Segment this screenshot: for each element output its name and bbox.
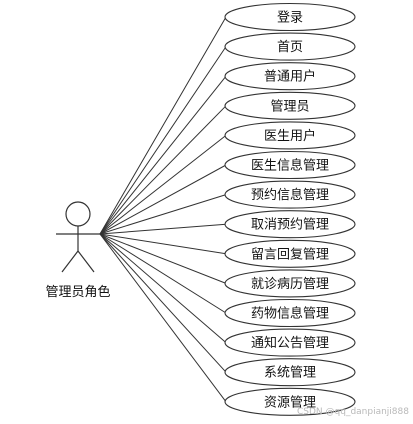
actor-head [65, 201, 91, 227]
association-line [99, 164, 227, 235]
association-line [99, 233, 227, 373]
association-line [99, 233, 227, 255]
actor-left-leg [61, 250, 79, 273]
use-case-label: 资源管理 [264, 395, 316, 410]
use-case-ellipse [224, 358, 356, 387]
use-case-label: 管理员 [270, 99, 309, 114]
use-case: 留言回复管理 [224, 239, 356, 268]
actor [56, 201, 100, 273]
use-case-ellipse [224, 298, 356, 328]
use-case: 预约信息管理 [224, 180, 356, 209]
actor-right-leg [77, 250, 95, 273]
use-case: 首页 [224, 32, 356, 61]
actor-label: 管理员角色 [45, 284, 110, 300]
use-case-label: 医生信息管理 [251, 158, 329, 174]
use-case-list: 登录首页普通用户管理员医生用户医生信息管理预约信息管理取消预约管理留言回复管理就… [224, 2, 356, 416]
use-case: 取消预约管理 [224, 210, 356, 239]
use-case-label: 首页 [277, 40, 303, 55]
use-case-ellipse [224, 121, 356, 150]
use-case: 通知公告管理 [224, 328, 356, 357]
use-case-ellipse [224, 2, 356, 32]
use-case-label: 就诊病历管理 [251, 277, 329, 292]
association-line [99, 75, 227, 235]
use-case-ellipse [224, 239, 356, 268]
association-line [99, 46, 227, 235]
use-case: 管理员 [224, 91, 356, 120]
use-case: 就诊病历管理 [224, 269, 356, 298]
use-case-ellipse [224, 180, 356, 209]
use-case-ellipse [224, 150, 356, 180]
use-case: 资源管理 [224, 387, 356, 416]
association-lines [99, 16, 227, 403]
association-line [99, 105, 227, 235]
use-case-ellipse [224, 91, 356, 120]
use-case-label: 登录 [277, 11, 303, 26]
use-case-ellipse [224, 269, 356, 298]
association-line [99, 223, 227, 235]
association-line [99, 233, 227, 284]
association-line [99, 135, 227, 235]
use-case-label: 取消预约管理 [251, 218, 329, 233]
association-line [99, 194, 227, 235]
use-case-label: 预约信息管理 [251, 187, 329, 203]
use-case-label: 普通用户 [264, 69, 316, 85]
use-case: 普通用户 [224, 62, 356, 91]
use-case: 系统管理 [224, 358, 356, 387]
use-case: 药物信息管理 [224, 298, 356, 328]
watermark: CSDN @qq_danpianji888 [297, 407, 409, 417]
use-case: 登录 [224, 2, 356, 32]
use-case: 医生用户 [224, 121, 356, 150]
use-case-ellipse [224, 32, 356, 61]
association-line [99, 233, 227, 314]
use-case-label: 系统管理 [264, 366, 316, 381]
use-case: 医生信息管理 [224, 150, 356, 180]
association-line [99, 16, 227, 235]
use-case-label: 药物信息管理 [251, 306, 329, 322]
use-case-ellipse [224, 62, 356, 91]
use-case-label: 通知公告管理 [251, 335, 329, 351]
use-case-ellipse [224, 328, 356, 357]
use-case-label: 医生用户 [264, 128, 316, 144]
association-line [99, 233, 227, 403]
use-case-ellipse [224, 387, 356, 416]
use-case-label: 留言回复管理 [251, 247, 329, 262]
use-case-ellipse [224, 210, 356, 239]
association-line [99, 233, 227, 343]
